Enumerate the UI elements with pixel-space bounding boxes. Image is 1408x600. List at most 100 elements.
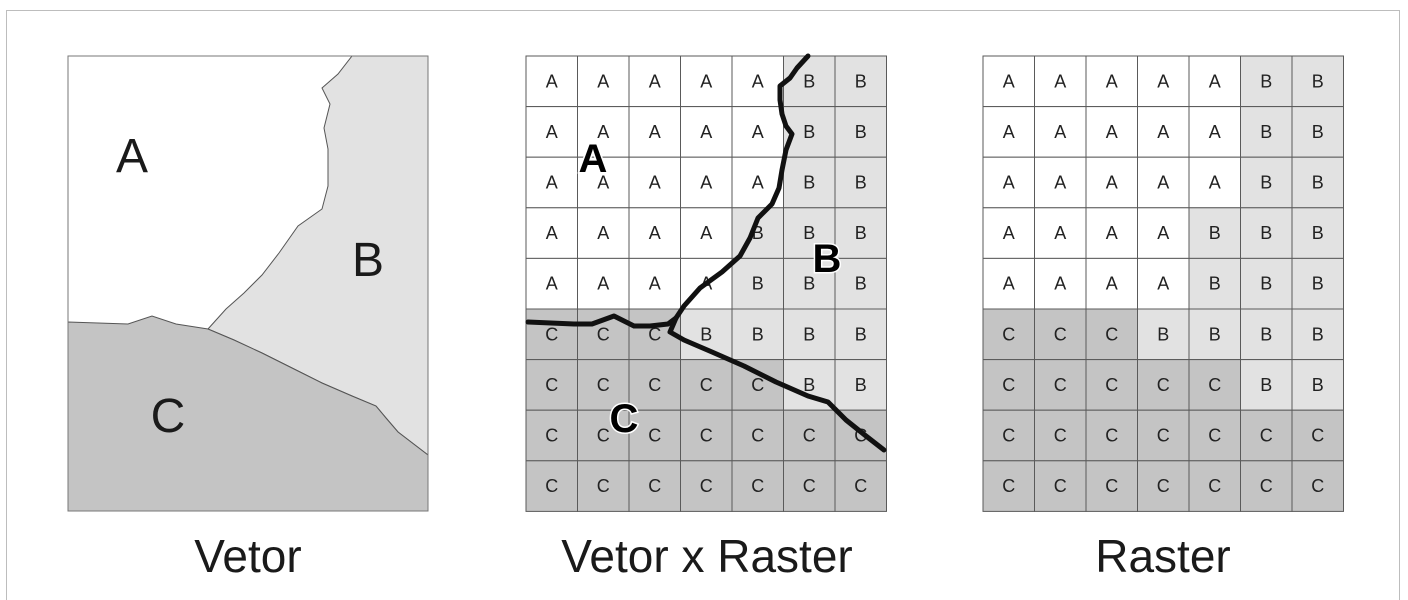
overlay-cell-label: B (855, 274, 867, 294)
vector-label-b: B (352, 234, 384, 287)
overlay-cell-label: C (700, 476, 713, 496)
raster-cell-label: B (1260, 223, 1272, 243)
overlay-cell-label: B (855, 71, 867, 91)
raster-cell-label: A (1003, 274, 1015, 294)
overlay-cell-label: A (597, 122, 609, 142)
overlay-cell (783, 409, 836, 462)
overlay-cell (680, 207, 733, 259)
overlay-cell-label: C (700, 426, 713, 446)
overlay-cell-label: C (803, 426, 816, 446)
overlay-cell (525, 409, 578, 462)
raster-cell (1034, 106, 1087, 158)
raster-cell-label: A (1209, 122, 1221, 142)
raster-cell (1085, 257, 1138, 310)
raster-cell-label: A (1003, 173, 1015, 193)
raster-cell (1188, 359, 1241, 411)
overlay-cell-label: C (803, 476, 816, 496)
overlay-cell-label: B (803, 223, 815, 243)
raster-cell (1188, 308, 1241, 361)
overlay-cell-label: B (752, 324, 764, 344)
raster-cell-label: C (1260, 476, 1273, 496)
raster-cell-label: B (1209, 223, 1221, 243)
raster-cell (1137, 409, 1190, 462)
raster-cell (1034, 207, 1087, 259)
raster-cell-label: A (1054, 274, 1066, 294)
raster-cell (1137, 207, 1190, 259)
overlay-cell-label: C (597, 375, 610, 395)
raster-cell-label: A (1106, 71, 1118, 91)
overlay-cell-label: C (545, 375, 558, 395)
raster-cell-label: A (1157, 71, 1169, 91)
raster-cell-label: B (1260, 71, 1272, 91)
raster-cell (1085, 207, 1138, 259)
raster-cell-label: B (1209, 274, 1221, 294)
overlay-cell (577, 257, 630, 310)
raster-cell-label: A (1209, 173, 1221, 193)
overlay-cell-label: C (545, 476, 558, 496)
raster-cell (1291, 156, 1344, 209)
figure-frame (6, 10, 1400, 600)
raster-cell (982, 106, 1035, 158)
overlay-cell-label: A (649, 173, 661, 193)
raster-cell-label: C (1157, 476, 1170, 496)
raster-cell-label: B (1260, 173, 1272, 193)
raster-cell (1137, 359, 1190, 411)
overlay-cell-label: C (545, 426, 558, 446)
overlay-cell-label: C (700, 375, 713, 395)
raster-cell-label: C (1157, 375, 1170, 395)
raster-cell (1291, 409, 1344, 462)
overlay-cell (783, 156, 836, 209)
overlay-cell-label: B (803, 324, 815, 344)
overlay-cell-label: A (700, 173, 712, 193)
overlay-cell-label: B (700, 324, 712, 344)
raster-cell (982, 55, 1035, 108)
raster-cell-label: C (1260, 426, 1273, 446)
overlay-cell-label: A (649, 71, 661, 91)
raster-cell (1137, 55, 1190, 108)
raster-cell (1085, 409, 1138, 462)
overlay-cell-label: A (700, 223, 712, 243)
overlay-cell (783, 257, 836, 310)
overlay-cell (680, 156, 733, 209)
overlay-cell-label: C (597, 324, 610, 344)
overlay-cell-label: C (597, 426, 610, 446)
raster-cell-label: A (1054, 122, 1066, 142)
raster-cell-label: C (1311, 426, 1324, 446)
overlay-caption: Vetor x Raster (561, 530, 852, 582)
raster-cell-label: C (1208, 426, 1221, 446)
raster-cell-label: C (1054, 375, 1067, 395)
overlay-cell (628, 409, 681, 462)
raster-cell-label: A (1106, 223, 1118, 243)
overlay-cell (628, 55, 681, 108)
overlay-cell (783, 460, 836, 512)
overlay-label-c: C (610, 397, 639, 441)
raster-cell-label: B (1312, 324, 1324, 344)
raster-cell-label: B (1260, 324, 1272, 344)
raster-cell-label: B (1209, 324, 1221, 344)
raster-cell (1137, 460, 1190, 512)
raster-cell (1034, 156, 1087, 209)
raster-cell-label: A (1003, 71, 1015, 91)
overlay-cell-label: A (752, 122, 764, 142)
raster-cell (982, 460, 1035, 512)
raster-cell (1291, 359, 1344, 411)
raster-cell (1034, 55, 1087, 108)
overlay-cell-label: B (803, 274, 815, 294)
overlay-label-b: B (813, 237, 842, 281)
overlay-cell (680, 55, 733, 108)
raster-cell (1291, 207, 1344, 259)
overlay-cell-label: A (546, 173, 558, 193)
raster-cell-label: C (1208, 476, 1221, 496)
raster-cell-label: B (1157, 324, 1169, 344)
overlay-cell-label: B (803, 122, 815, 142)
overlay-cell (525, 460, 578, 512)
raster-cell (982, 308, 1035, 361)
overlay-cell-label: A (546, 223, 558, 243)
raster-caption: Raster (1095, 530, 1230, 582)
overlay-cell (680, 359, 733, 411)
raster-cell-label: C (1105, 426, 1118, 446)
overlay-cell (525, 106, 578, 158)
overlay-cell (525, 308, 578, 361)
